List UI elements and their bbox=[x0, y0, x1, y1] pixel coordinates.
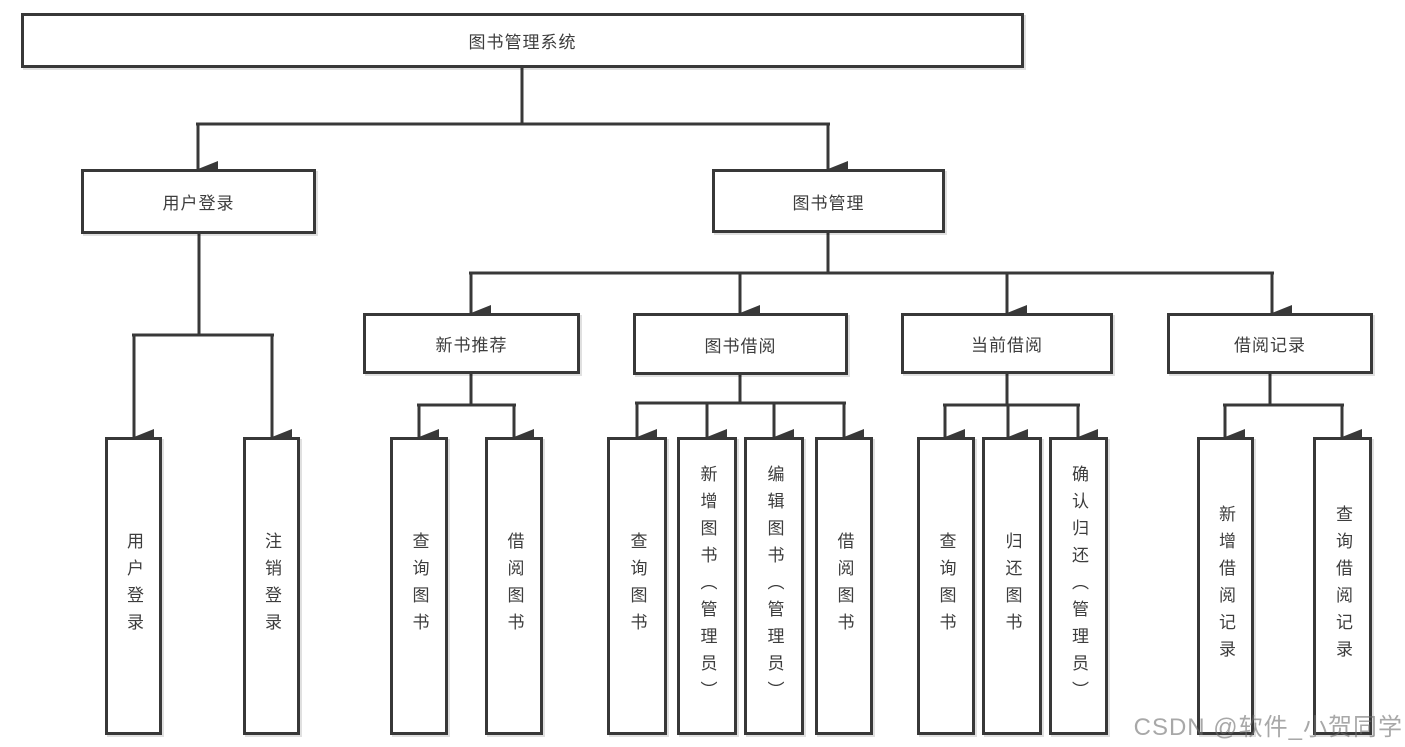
connector-borrowing-records-children bbox=[1223, 374, 1362, 445]
node-label: 确认归还（管理员） bbox=[1069, 464, 1088, 708]
node-current-borrowing: 当前借阅 bbox=[901, 313, 1113, 374]
node-label: 查询图书 bbox=[627, 532, 647, 640]
node-label: 查询借阅记录 bbox=[1333, 505, 1352, 667]
node-label: 新增图书（管理员） bbox=[697, 464, 717, 708]
node-label: 图书管理系统 bbox=[468, 33, 577, 52]
leaf-edit-books-admin: 编辑图书（管理员） bbox=[744, 437, 804, 735]
leaf-add-borrow-record: 新增借阅记录 bbox=[1197, 437, 1254, 735]
node-label: 新增借阅记录 bbox=[1216, 505, 1235, 667]
node-book-management: 图书管理 bbox=[712, 169, 945, 233]
connector-root-to-level2 bbox=[196, 68, 848, 177]
node-user-login: 用户登录 bbox=[81, 169, 316, 234]
leaf-query-books-borrowing: 查询图书 bbox=[607, 437, 667, 735]
node-borrowing-records: 借阅记录 bbox=[1167, 313, 1373, 374]
leaf-query-books-recommend: 查询图书 bbox=[390, 437, 448, 735]
node-label: 当前借阅 bbox=[971, 336, 1043, 355]
leaf-query-books-current: 查询图书 bbox=[917, 437, 975, 735]
node-label: 编辑图书（管理员） bbox=[764, 464, 784, 708]
leaf-add-books-admin: 新增图书（管理员） bbox=[677, 437, 737, 735]
leaf-borrow-books-recommend: 借阅图书 bbox=[485, 437, 543, 735]
connector-new-book-recommendation-children bbox=[417, 374, 534, 445]
node-library-management-system: 图书管理系统 bbox=[21, 13, 1024, 68]
leaf-query-borrow-record: 查询借阅记录 bbox=[1313, 437, 1372, 735]
connector-book-management-to-level3 bbox=[469, 233, 1292, 321]
leaf-logout: 注销登录 bbox=[243, 437, 300, 735]
node-label: 用户登录 bbox=[162, 194, 235, 213]
node-new-book-recommendation: 新书推荐 bbox=[363, 313, 580, 374]
connector-user-login-children bbox=[132, 234, 292, 445]
leaf-user-login: 用户登录 bbox=[105, 437, 162, 735]
node-label: 用户登录 bbox=[124, 532, 143, 640]
node-book-borrowing: 图书借阅 bbox=[633, 313, 848, 375]
node-label: 借阅图书 bbox=[504, 532, 524, 640]
node-label: 归还图书 bbox=[1002, 532, 1022, 640]
node-label: 新书推荐 bbox=[435, 336, 508, 355]
leaf-borrow-books: 借阅图书 bbox=[815, 437, 873, 735]
node-label: 借阅图书 bbox=[834, 532, 854, 640]
leaf-return-books: 归还图书 bbox=[982, 437, 1042, 735]
leaf-confirm-return-admin: 确认归还（管理员） bbox=[1049, 437, 1108, 735]
node-label: 图书借阅 bbox=[704, 336, 777, 356]
connector-book-borrowing-children bbox=[635, 374, 864, 445]
node-label: 查询图书 bbox=[409, 532, 429, 640]
node-label: 图书管理 bbox=[792, 193, 865, 213]
connector-current-borrowing-children bbox=[943, 374, 1098, 445]
node-label: 注销登录 bbox=[262, 532, 281, 640]
node-label: 借阅记录 bbox=[1234, 336, 1306, 355]
csdn-watermark: CSDN @软件_小贺同学 bbox=[1133, 714, 1403, 741]
node-label: 查询图书 bbox=[936, 532, 956, 640]
